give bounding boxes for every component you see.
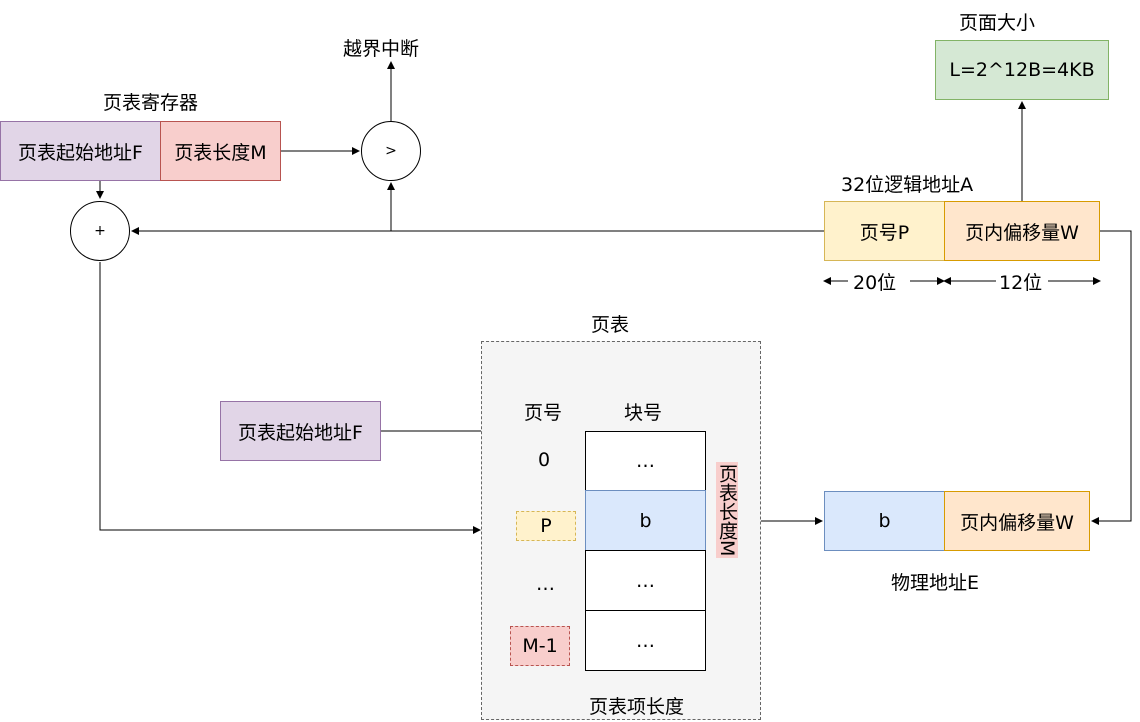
page-bits-label: 20位 <box>853 272 897 294</box>
row-page-m1: M-1 <box>510 626 570 666</box>
register-start-address: 页表起始地址F <box>0 121 161 181</box>
entry-length-label: 页表项长度 <box>589 696 685 718</box>
offset-bits-label: 12位 <box>999 272 1043 294</box>
row-block-b: b <box>585 490 706 551</box>
physical-offset: 页内偏移量W <box>944 491 1090 551</box>
row-page-p: P <box>516 511 576 541</box>
row-block-0: … <box>585 431 706 491</box>
arrow-adder-to-table <box>99 262 481 534</box>
register-length: 页表长度M <box>160 121 281 181</box>
row-page-0: 0 <box>538 449 551 471</box>
row-page-ellipsis: … <box>536 573 555 595</box>
arrow-offset-to-physical <box>1091 230 1132 525</box>
logical-page-number: 页号P <box>824 201 945 261</box>
table-start-address: 页表起始地址F <box>220 401 381 461</box>
overflow-interrupt-label: 越界中断 <box>343 38 420 60</box>
compare-node: > <box>361 121 421 181</box>
page-size-title: 页面大小 <box>959 12 1036 34</box>
page-register-title: 页表寄存器 <box>103 92 199 114</box>
physical-address-title: 物理地址E <box>891 572 980 594</box>
col-block-header: 块号 <box>624 402 663 424</box>
row-block-ellipsis: … <box>585 550 706 611</box>
adder-node: + <box>70 201 130 261</box>
logical-offset: 页内偏移量W <box>944 201 1100 261</box>
logical-address-title: 32位逻辑地址A <box>841 174 974 196</box>
col-page-header: 页号 <box>524 402 563 424</box>
row-block-m1: … <box>585 610 706 671</box>
physical-block: b <box>824 491 945 551</box>
table-length-label: 页表长度M <box>716 462 738 559</box>
page-table-title: 页表 <box>591 314 630 336</box>
page-size-value: L=2^12B=4KB <box>935 40 1109 100</box>
